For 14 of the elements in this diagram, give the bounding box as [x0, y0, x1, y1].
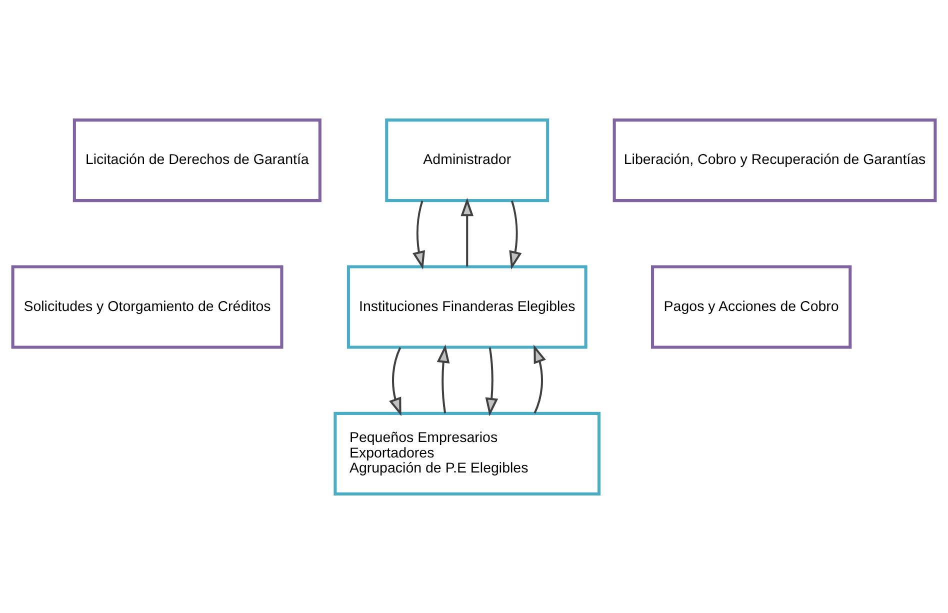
node-box: Licitación de Derechos de Garantía	[72, 118, 322, 202]
arrow	[412, 200, 426, 269]
node-box: Liberación, Cobro y Recuperación de Garantías	[612, 118, 937, 202]
arrow	[534, 344, 546, 414]
arrow	[509, 200, 522, 269]
arrow	[436, 344, 450, 413]
node-box: Instituciones Finanderas Elegibles	[346, 264, 588, 348]
arrow	[389, 346, 402, 416]
node-box: Pequeños Empresarios Exportadores Agrupación de P.E Elegibles	[334, 411, 601, 495]
node-box: Administrador	[385, 118, 550, 202]
arrow	[485, 346, 498, 416]
arrow	[460, 197, 474, 266]
node-box: Pagos y Acciones de Cobro	[651, 264, 852, 348]
node-box: Solicitudes y Otorgamiento de Créditos	[11, 264, 284, 348]
